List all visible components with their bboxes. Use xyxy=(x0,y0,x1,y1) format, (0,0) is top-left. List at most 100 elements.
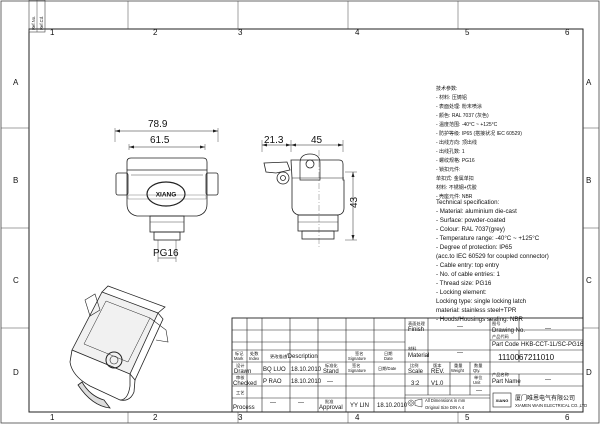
title-block xyxy=(231,317,584,413)
part-name-cn: 产品名称 xyxy=(492,371,509,378)
spec-en-0: Technical specification: xyxy=(436,199,500,206)
zone-left-c: C xyxy=(13,276,19,285)
company-name-en: XIAMEN WAIN ELECTRICAL CO.,LTD xyxy=(515,403,587,408)
zone-bottom-2: 2 xyxy=(153,413,158,422)
approval-date: 18.10.2010 xyxy=(377,403,408,409)
dim-61-5: 61.5 xyxy=(150,135,170,146)
weight-en: Weight xyxy=(451,368,465,373)
spec-cn-0: 技术参数: xyxy=(436,85,457,92)
zone-top-4: 4 xyxy=(355,28,360,37)
front-view-logo-text: XIANG xyxy=(156,192,177,199)
part-code-cn: 产品代码 xyxy=(492,333,509,340)
sign2-en: Signature xyxy=(348,368,367,373)
company-logo xyxy=(492,392,512,408)
drawing-no-en: Drawing No. xyxy=(492,328,525,334)
spec-en-10: - Locking element: xyxy=(436,289,487,296)
description-cn: 更改描述 xyxy=(270,353,288,360)
checked-cn: 审核 xyxy=(236,374,245,381)
approval-en: Approval xyxy=(319,405,343,411)
spec-en-8: - No. of cable entries: 1 xyxy=(436,271,501,278)
drawn-cn: 设计 xyxy=(236,362,244,369)
stand-cn: 标准化 xyxy=(325,362,338,369)
material-cn: 材料 xyxy=(408,345,417,352)
spec-en-1: - Material: aluminium die-cast xyxy=(436,208,517,215)
zone-left-a: A xyxy=(13,78,19,87)
zone-labels: 1 2 3 4 5 6 1 2 3 4 5 6 A B C D A B C D xyxy=(13,28,592,422)
dim-78-9: 78.9 xyxy=(148,119,168,130)
unit-en: Unit xyxy=(473,380,481,385)
date-cn: 日期 xyxy=(384,351,392,357)
approval-cn: 批准 xyxy=(325,398,333,405)
spec-cn-9: - 锁扣元件: xyxy=(436,166,460,173)
spec-en-2: - Surface: powder-coated xyxy=(436,217,506,224)
spec-en-block: Technical specification: - Material: alu… xyxy=(436,199,549,323)
spec-cn-10: 单扣式: 金属单扣 xyxy=(436,175,474,182)
dims-note-2: Original Size DIN A 4 xyxy=(425,405,465,410)
part-name-value: — xyxy=(545,377,551,383)
material-value: — xyxy=(457,350,463,356)
checked-dash: — xyxy=(327,379,333,385)
unit-cn: 单位 xyxy=(474,374,482,381)
spec-cn-11: 材料: 不锈钢+优胶 xyxy=(436,184,477,191)
qty-en: Qty. xyxy=(473,368,480,373)
spec-en-7: - Cable entry: top entry xyxy=(436,262,500,269)
date-en: Date xyxy=(384,356,394,361)
process-dash-2: — xyxy=(298,400,304,406)
zone-right-b: B xyxy=(586,176,591,185)
spec-en-5: - Degree of protection: IP65 xyxy=(436,244,513,251)
zone-right-c: C xyxy=(586,276,592,285)
front-view xyxy=(114,128,219,262)
company-logo-text: XIANG xyxy=(496,398,509,403)
dim-pg16: PG16 xyxy=(153,248,179,259)
scale-cn: 比例 xyxy=(410,362,418,369)
zone-bottom-3: 3 xyxy=(238,413,243,422)
dim-43: 43 xyxy=(349,196,360,208)
spec-cn-6: - 出线方向: 顶出线 xyxy=(436,139,477,146)
checked-by: P RAO xyxy=(263,379,282,385)
spec-en-4: - Temperature range: -40°C ~ +125°C xyxy=(436,235,540,242)
zone-bottom-5: 5 xyxy=(465,413,470,422)
zone-bottom-4: 4 xyxy=(355,413,360,422)
spec-cn-1: - 材料: 压铸铝 xyxy=(436,94,467,101)
spec-en-11: Locking type: single locking latch xyxy=(436,298,527,305)
description-en: /Description xyxy=(286,354,318,360)
zone-bottom-6: 6 xyxy=(565,413,570,422)
isometric-view xyxy=(69,285,169,409)
qty-dash: — xyxy=(476,388,482,394)
spec-en-12: material: stainless steel+TPR xyxy=(436,307,517,314)
dim-21-3: 21.3 xyxy=(264,135,284,146)
approval-by: YY LIN xyxy=(350,403,369,409)
spec-cn-8: - 螺纹规格: PG16 xyxy=(436,157,475,164)
spec-en-13: - Hoods/Housings sealing: NBR xyxy=(436,316,524,323)
spec-en-6: (acc.to IEC 60529 for coupled connector) xyxy=(436,253,549,260)
process-en: Process xyxy=(233,405,255,411)
date2: 日期/Date xyxy=(378,366,397,372)
spec-en-9: - Thread size: PG16 xyxy=(436,280,492,287)
zone-top-3: 3 xyxy=(238,28,243,37)
rev-en: REV. xyxy=(431,369,445,375)
drawn-by: BQ LUO xyxy=(263,367,286,373)
part-code-en: Part Code xyxy=(492,342,520,348)
spec-cn-12: - 壳座元件: NBR xyxy=(436,193,473,200)
sign2-cn: 签名 xyxy=(352,362,360,369)
spec-en-3: - Colour: RAL 7037(grey) xyxy=(436,226,505,233)
checked-en: Checked xyxy=(233,381,257,387)
side-view xyxy=(261,140,357,248)
stand-en: Stand xyxy=(323,369,339,375)
spec-cn-7: - 出线孔数: 1 xyxy=(436,148,465,155)
weight-cn: 重量 xyxy=(454,362,462,369)
dims-note-1: All Dimensions in mm xyxy=(425,398,466,403)
process-cn: 工艺 xyxy=(236,390,244,395)
zone-left-d: D xyxy=(13,368,19,377)
zone-top-5: 5 xyxy=(465,28,470,37)
part-name-en: Part Name xyxy=(492,379,521,385)
spec-cn-5: - 防护等级: IP65 (搭接状况 IEC 60529) xyxy=(436,130,522,137)
rev-cn: 版本 xyxy=(433,362,442,369)
finish-value: — xyxy=(457,324,463,330)
mark-en: Mark xyxy=(234,356,244,361)
spec-cn-4: - 温度范围: -40°C ~ +125°C xyxy=(436,121,498,128)
zone-left-b: B xyxy=(13,176,18,185)
